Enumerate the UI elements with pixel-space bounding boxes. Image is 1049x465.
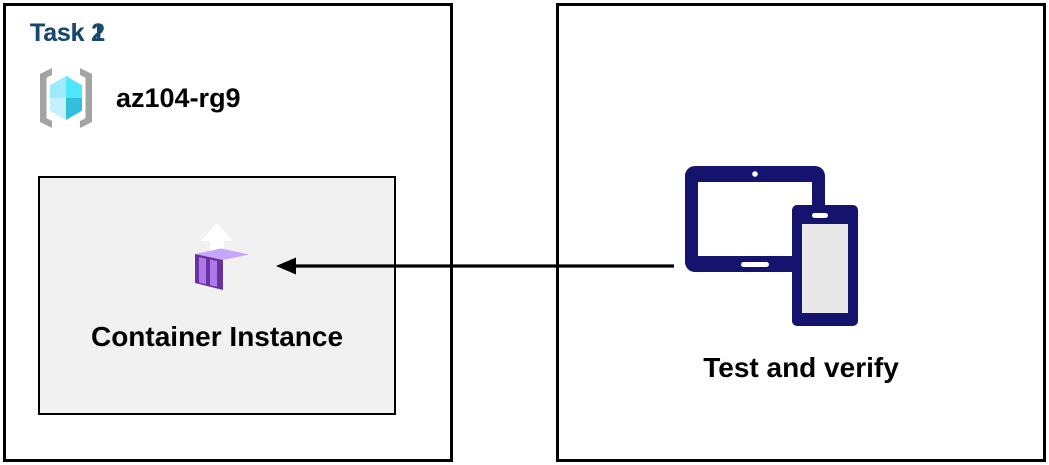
tablet-and-phone-icon [685, 166, 858, 326]
panel-title-task-1: Task 1 [30, 19, 105, 47]
resource-group-row: az104-rg9 [30, 62, 241, 134]
container-instance-label: Container Instance [90, 321, 344, 352]
resource-group-label: az104-rg9 [116, 82, 241, 113]
azure-container-instance-icon [174, 206, 258, 290]
resource-box-container-instance: Container Instance [38, 176, 396, 415]
test-and-verify-label: Test and verify [703, 352, 899, 383]
panel-task-2 [556, 3, 1046, 462]
panel-title-task-2: Task 2 [30, 19, 105, 47]
azure-resource-group-icon [40, 68, 92, 128]
panel-task-1 [3, 3, 453, 462]
